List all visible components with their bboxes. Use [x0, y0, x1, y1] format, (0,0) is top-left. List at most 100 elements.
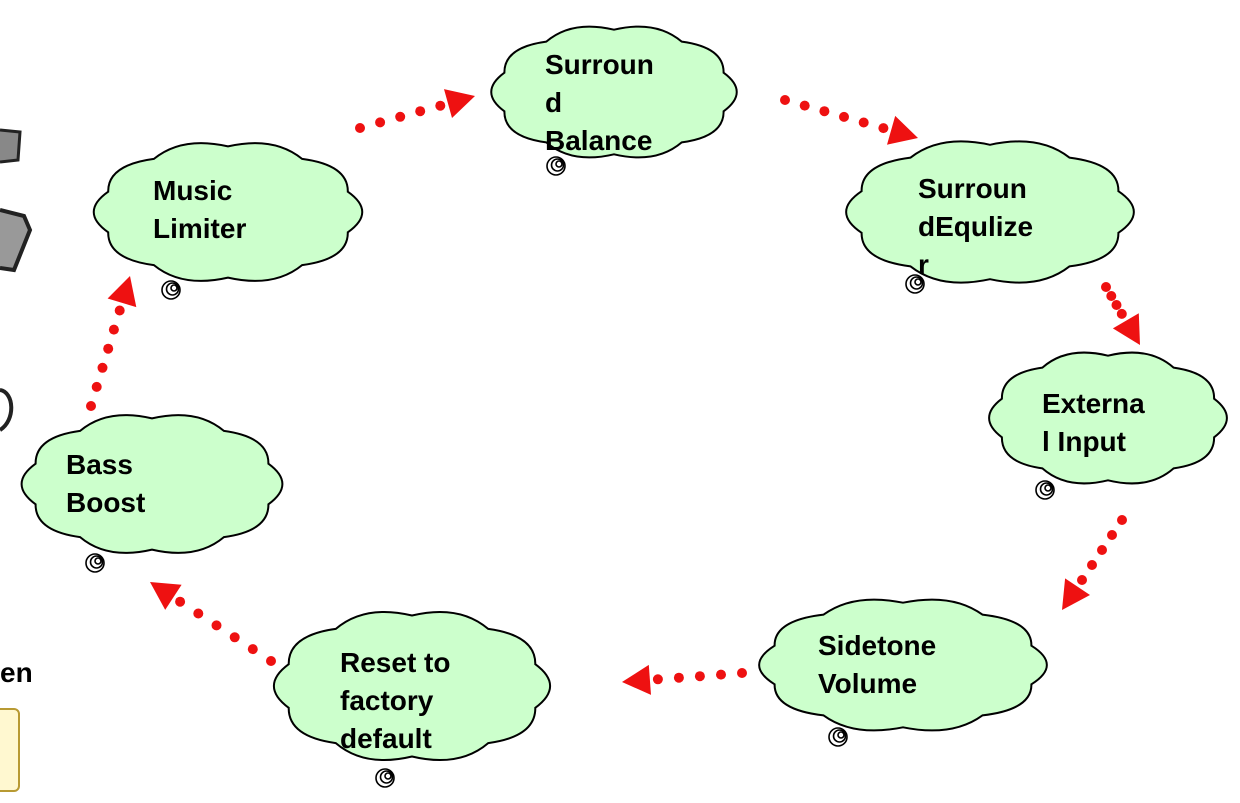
cloud-tail-circle	[379, 770, 394, 784]
edge-reset-factory-default-to-bass-boost	[150, 582, 276, 666]
cloud-tail-circle	[914, 278, 922, 286]
arrow-head	[444, 89, 475, 118]
clouds-layer	[20, 25, 1228, 788]
edge-dot	[673, 672, 684, 683]
node-label-external-input: Externa l Input	[1042, 388, 1145, 457]
edge-dot	[266, 656, 276, 666]
edge-bass-boost-to-music-limiter	[86, 276, 137, 411]
edge-dot	[799, 100, 810, 111]
cloud-tail-circle	[837, 731, 845, 739]
node-label-bass-boost: Bass Boost	[66, 449, 146, 518]
edge-dot	[1107, 530, 1117, 540]
edge-dot	[395, 111, 406, 122]
edge-dot	[229, 632, 240, 643]
cloud-shape	[988, 351, 1228, 485]
edge-surround-equalizer-to-external-input	[1101, 282, 1140, 345]
edge-dot	[86, 401, 96, 411]
edge-dot	[355, 123, 365, 133]
edge-dot	[108, 324, 119, 335]
edge-dot	[415, 106, 426, 117]
edge-dot	[1116, 308, 1127, 319]
node-label-surround-balance: Surroun d Balance	[545, 49, 654, 156]
cloud-tail-circle	[165, 282, 180, 296]
node-bass-boost	[20, 414, 284, 573]
node-sidetone-volume	[758, 598, 1048, 747]
cloud-tail-circle	[550, 158, 565, 172]
cloud-tail-circle	[546, 156, 566, 176]
edge-dot	[91, 381, 102, 392]
cloud-shape	[92, 142, 364, 282]
edge-dot	[839, 111, 849, 122]
cloud-tail-circle	[832, 729, 847, 743]
edge-dot	[175, 596, 186, 607]
edge-music-limiter-to-surround-balance	[355, 89, 475, 133]
cloud-tail-circle	[161, 280, 181, 300]
edge-dot	[1106, 291, 1117, 301]
cloud-tail-circle	[170, 284, 178, 292]
node-label-reset-factory-default: Reset to factory default	[340, 647, 451, 754]
edge-dot	[878, 123, 889, 134]
arrow-head	[1062, 578, 1090, 610]
left-edge-graphic	[0, 128, 33, 432]
edge-dot	[1077, 575, 1087, 585]
cloud-tail-circle	[89, 555, 104, 569]
edges-layer	[86, 89, 1140, 695]
cloud-shape	[758, 598, 1048, 732]
cloud-tail-circle	[1044, 484, 1052, 492]
edge-dot	[1117, 515, 1127, 525]
edge-dot	[780, 95, 790, 105]
edge-dot	[716, 669, 726, 680]
arrow-head	[107, 276, 137, 308]
node-label-music-limiter: Music Limiter	[153, 175, 247, 244]
arrow-head	[622, 664, 651, 695]
edge-dot	[103, 343, 114, 354]
cloud-tail-circle	[1035, 480, 1055, 500]
edge-dot	[819, 106, 830, 117]
cloud-tail-circle	[1039, 482, 1054, 496]
cloud-shape	[272, 610, 552, 762]
edge-surround-balance-to-surround-equalizer	[780, 95, 918, 145]
cloud-tail-circle	[94, 557, 102, 565]
node-reset-factory-default	[272, 610, 552, 788]
cloud-tail-circle	[85, 553, 105, 573]
edge-dot	[1101, 282, 1111, 292]
edge-dot	[858, 117, 869, 128]
node-label-surround-equalizer: Surroun dEqulize r	[918, 173, 1034, 280]
left-edge-box	[0, 708, 20, 792]
node-label-sidetone-volume: Sidetone Volume	[818, 630, 937, 699]
edge-dot	[247, 644, 258, 655]
left-edge-text: en	[0, 657, 33, 688]
edge-dot	[1087, 560, 1097, 570]
cloud-shape	[490, 25, 738, 159]
edge-dot	[193, 608, 204, 619]
cloud-tail-circle	[375, 768, 395, 788]
node-surround-balance	[490, 25, 738, 176]
edge-dot	[694, 671, 705, 682]
arrow-head	[887, 115, 918, 145]
cloud-tail-circle	[905, 274, 925, 294]
cloud-tail-circle	[828, 727, 848, 747]
cloud-tail-circle	[909, 276, 924, 290]
cloud-shape	[845, 140, 1135, 284]
edge-dot	[114, 305, 125, 316]
node-external-input	[988, 351, 1228, 500]
arrow-head	[1112, 313, 1140, 345]
edge-sidetone-volume-to-reset-factory-default	[622, 664, 747, 695]
node-music-limiter	[92, 142, 364, 300]
edge-dot	[1097, 545, 1107, 555]
edge-external-input-to-sidetone-volume	[1062, 515, 1127, 610]
node-surround-equalizer	[845, 140, 1135, 294]
cloud-tail-circle	[384, 772, 392, 780]
edge-dot	[737, 668, 747, 678]
edge-dot	[97, 362, 108, 373]
edge-dot	[1111, 300, 1122, 310]
edge-dot	[435, 100, 446, 111]
edge-dot	[652, 674, 663, 685]
cloud-tail-circle	[555, 160, 563, 168]
edge-dot	[211, 620, 222, 631]
edge-dot	[375, 117, 386, 128]
cloud-shape	[20, 414, 284, 554]
arrow-head	[150, 582, 182, 610]
